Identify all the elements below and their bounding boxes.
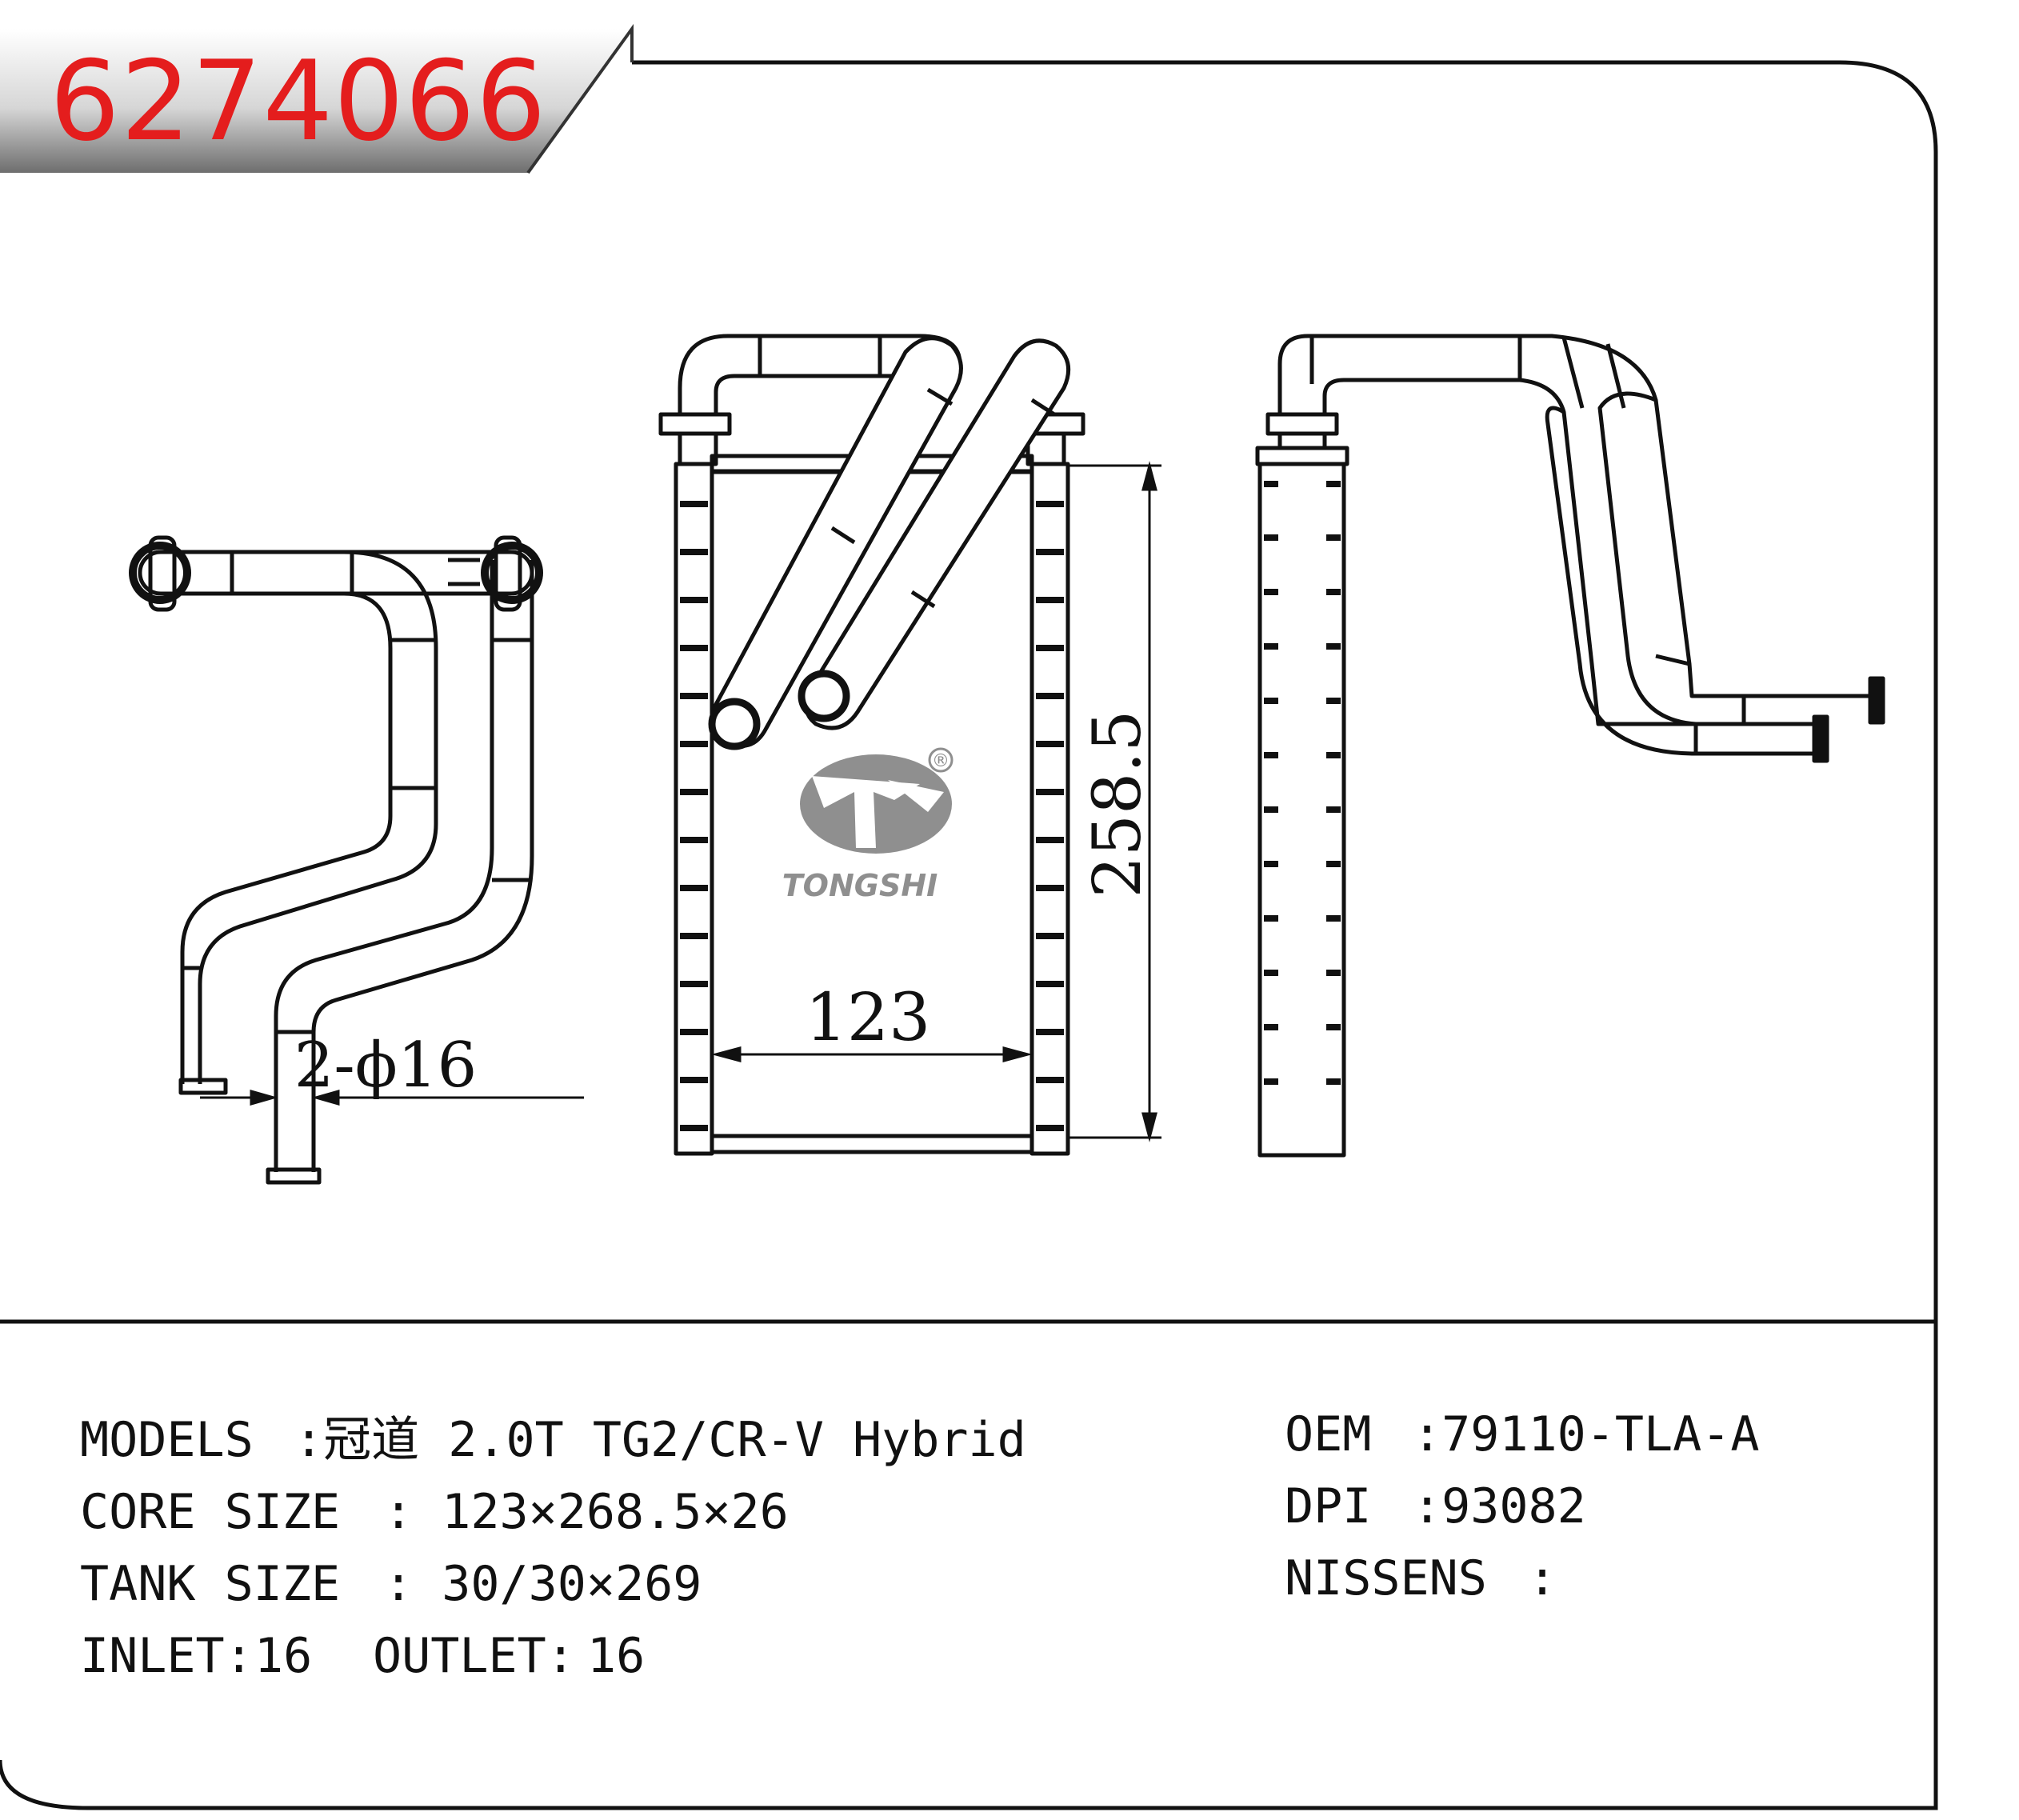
pipe-diameter-label: 2-ϕ16 <box>294 1030 477 1102</box>
dpi-label: DPI <box>1285 1478 1372 1534</box>
inlet-label: INLET: <box>80 1628 254 1684</box>
side-pipe-view <box>129 535 543 1185</box>
height-dimension <box>1068 461 1161 1142</box>
tank-size-value: : 30/30×269 <box>384 1556 702 1612</box>
part-number-tab-edge <box>526 23 634 174</box>
part-number: 6274066 <box>50 37 547 166</box>
core-size-value: : 123×268.5×26 <box>384 1484 789 1540</box>
models-value: :冠道 2.0T TG2/CR-V Hybrid <box>294 1412 1026 1468</box>
inlet-value: 16 <box>254 1628 313 1684</box>
brand-logo: TONGSHI ® <box>782 747 954 903</box>
oem-value: :79110-TLA-A <box>1413 1406 1760 1462</box>
models-label: MODELS <box>80 1412 254 1468</box>
nissens-label: NISSENS <box>1285 1550 1487 1606</box>
core-front-view <box>658 334 1085 1156</box>
outlet-label: OUTLET: <box>373 1628 575 1684</box>
core-side-view <box>1255 334 1885 1158</box>
registered-mark: ® <box>932 751 950 771</box>
pipe-dimension <box>200 1090 584 1106</box>
tank-size-label: TANK SIZE <box>80 1556 341 1612</box>
nissens-value: : <box>1528 1550 1557 1606</box>
brand-name: TONGSHI <box>782 868 938 903</box>
outlet-value: 16 <box>587 1628 646 1684</box>
oem-label: OEM <box>1285 1406 1372 1462</box>
page-frame <box>0 60 1938 1810</box>
core-height-label: 258.5 <box>1080 710 1156 898</box>
core-width-label: 123 <box>806 980 931 1056</box>
core-size-label: CORE SIZE <box>80 1484 341 1540</box>
width-dimension <box>711 1046 1033 1062</box>
part-number-tab <box>0 29 632 173</box>
dpi-value: :93082 <box>1413 1478 1586 1534</box>
